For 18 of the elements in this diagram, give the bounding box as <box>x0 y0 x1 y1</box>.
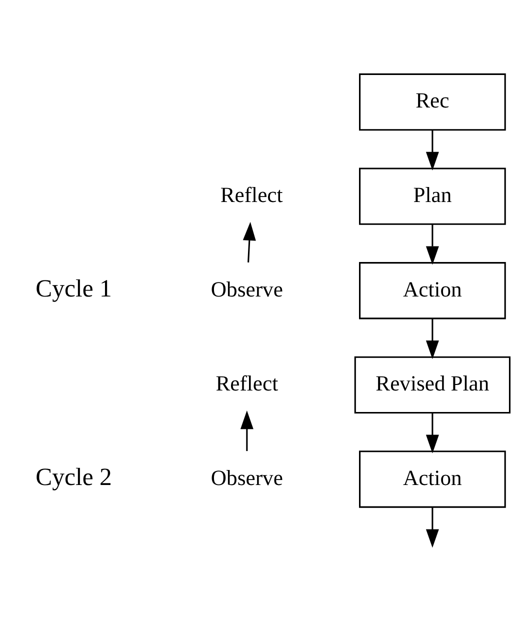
node-text: Reflect <box>216 371 278 396</box>
arrow <box>242 221 256 262</box>
arrow <box>426 318 439 359</box>
arrow <box>426 129 439 170</box>
arrow <box>426 412 439 453</box>
label: Cycle 1 <box>36 274 112 302</box>
node-text: Observe <box>210 465 283 490</box>
arrow <box>426 506 439 548</box>
arrow <box>426 224 439 264</box>
node-box: Revised Plan <box>354 356 511 414</box>
node-box: Action <box>359 450 506 508</box>
node-box: Plan <box>359 167 506 224</box>
node-text: Observe <box>210 276 283 301</box>
node-text: Reflect <box>220 182 283 207</box>
label: Cycle 2 <box>36 464 112 491</box>
node-box: Rec <box>359 72 506 130</box>
node-box: Action <box>359 262 506 319</box>
arrow <box>240 410 254 451</box>
